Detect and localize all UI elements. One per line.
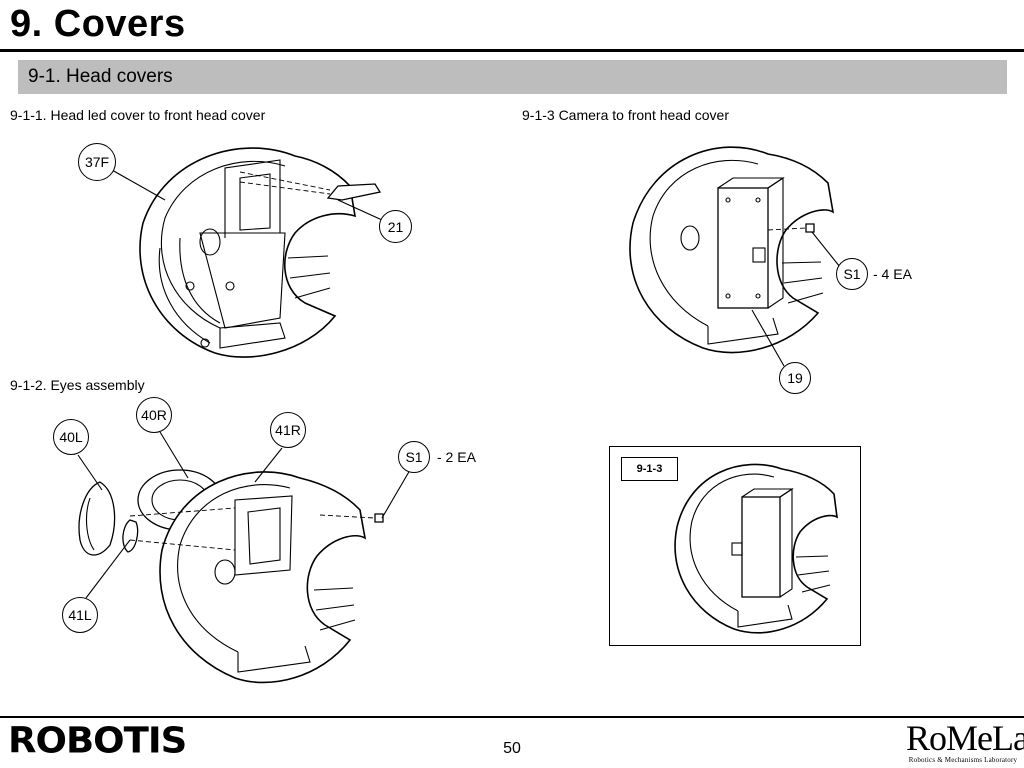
- inset-head-shell-drawing: [674, 463, 839, 634]
- romela-logo: RoMeLa Robotics & Mechanisms Laboratory: [906, 718, 1024, 766]
- step-2-screw-quantity: - 2 EA: [437, 449, 476, 465]
- step-1-caption: 9-1-1. Head led cover to front head cove…: [10, 107, 266, 123]
- section-title: 9-1. Head covers: [28, 66, 173, 87]
- part-callout-21: 21: [379, 210, 412, 243]
- robotis-logo: ROBOTIS: [8, 720, 187, 761]
- part-callout-S1-camera: S1: [836, 258, 868, 290]
- page-number: 50: [503, 740, 521, 757]
- step-3-screw-quantity: - 4 EA: [873, 266, 912, 282]
- part-callout-19: 19: [779, 362, 811, 394]
- step-2-caption: 9-1-2. Eyes assembly: [10, 377, 145, 393]
- step-3-head-shell-drawing: [629, 146, 835, 354]
- part-callout-40R: 40R: [136, 397, 172, 433]
- completed-assembly-inset: 9-1-3: [609, 446, 861, 646]
- footer-divider: [0, 716, 1024, 718]
- section-header-bar: 9-1. Head covers: [18, 60, 1007, 94]
- part-callout-37F: 37F: [78, 143, 116, 181]
- part-callout-41L: 41L: [62, 597, 98, 633]
- page-title: 9. Covers: [10, 3, 186, 45]
- part-callout-40L: 40L: [53, 419, 89, 455]
- step-2-eyes-assembly-drawing: [78, 469, 384, 684]
- step-1-head-shell-drawing: [139, 147, 382, 358]
- part-callout-41R: 41R: [270, 412, 306, 448]
- title-divider: [0, 49, 1024, 52]
- romela-logo-name: RoMeLa: [906, 718, 1024, 758]
- part-callout-S1-eyes: S1: [398, 441, 430, 473]
- step-3-caption: 9-1-3 Camera to front head cover: [522, 107, 729, 123]
- inset-step-label: 9-1-3: [621, 457, 678, 481]
- romela-logo-subtitle: Robotics & Mechanisms Laboratory: [908, 756, 1018, 764]
